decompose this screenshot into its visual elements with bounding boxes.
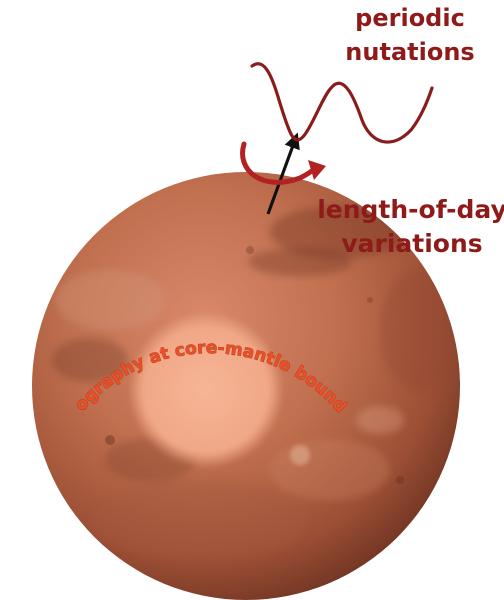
nutation-wave-icon <box>250 62 434 144</box>
nutations-label-line1: periodic <box>355 4 465 32</box>
lod-label-line2: variations <box>341 229 482 258</box>
mars-surface-features <box>52 206 460 560</box>
lod-label-line1: length-of-day <box>317 195 504 224</box>
curved-rotation-arrow-icon <box>240 141 326 185</box>
spin-axis-arrow-icon <box>266 132 300 215</box>
core-region <box>128 312 284 468</box>
nutations-label-line2: nutations <box>345 38 474 66</box>
